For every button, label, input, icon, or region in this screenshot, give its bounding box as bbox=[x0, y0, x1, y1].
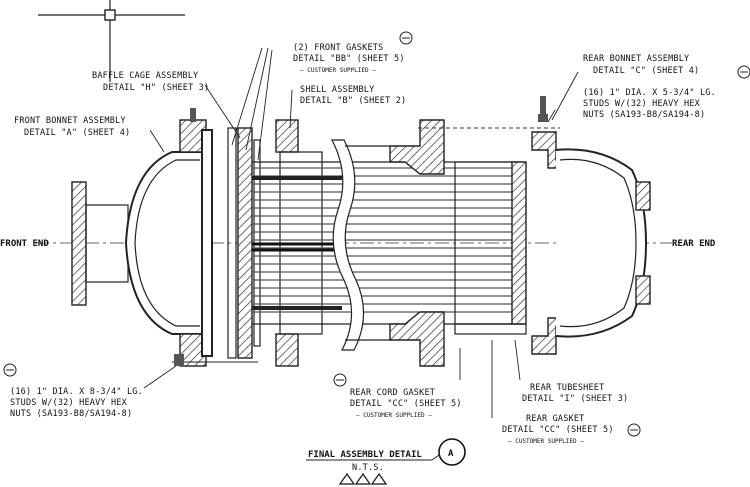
rear-gasket-label: REAR GASKET bbox=[526, 414, 585, 424]
rear-studs-line-1: (16) 1" DIA. X 5-3/4" LG. bbox=[583, 88, 716, 98]
front-gaskets-label: (2) FRONT GASKETS bbox=[293, 43, 383, 53]
leader-lines bbox=[143, 47, 579, 418]
rear-studs-line-3: NUTS (SA193-B8/SA194-8) bbox=[583, 110, 705, 120]
front-studs-line-2: STUDS W/(32) HEAVY HEX bbox=[10, 398, 128, 408]
final-assembly-title: FINAL ASSEMBLY DETAIL bbox=[308, 450, 422, 460]
front-bonnet-label: FRONT BONNET ASSEMBLY bbox=[14, 116, 126, 126]
baffle-cage-detail: DETAIL "H" (SHEET 3) bbox=[103, 83, 209, 93]
revision-marks bbox=[3, 31, 750, 437]
rear-bonnet-label: REAR BONNET ASSEMBLY bbox=[583, 54, 689, 64]
front-end-label: FRONT END bbox=[0, 239, 49, 249]
triangle-symbols bbox=[338, 472, 388, 485]
rear-tubesheet-label: REAR TUBESHEET bbox=[530, 383, 604, 393]
rear-tubesheet bbox=[454, 161, 527, 335]
rear-cord-gasket-detail: DETAIL "CC" (SHEET 5) bbox=[350, 399, 462, 409]
detail-letter: A bbox=[448, 449, 454, 459]
tube-bundle bbox=[252, 161, 524, 325]
detail-circle bbox=[438, 438, 466, 466]
rear-studs-line-2: STUDS W/(32) HEAVY HEX bbox=[583, 99, 701, 109]
scale-label: N.T.S. bbox=[352, 463, 384, 473]
front-gaskets-note: — CUSTOMER SUPPLIED — bbox=[300, 67, 376, 74]
crosshair-symbol bbox=[38, 0, 185, 82]
title-block: FINAL ASSEMBLY DETAIL N.T.S. A bbox=[306, 438, 466, 485]
front-bonnet-detail: DETAIL "A" (SHEET 4) bbox=[24, 128, 130, 138]
rear-tubesheet-detail: DETAIL "I" (SHEET 3) bbox=[522, 394, 628, 404]
rear-end-label: REAR END bbox=[672, 239, 716, 249]
shell-assembly-label: SHELL ASSEMBLY bbox=[300, 85, 374, 95]
rear-gasket-note: — CUSTOMER SUPPLIED — bbox=[508, 438, 584, 445]
shell-assembly-detail: DETAIL "B" (SHEET 2) bbox=[300, 96, 406, 106]
front-gaskets-detail: DETAIL "BB" (SHEET 5) bbox=[293, 54, 405, 64]
rear-cord-gasket-label: REAR CORD GASKET bbox=[350, 388, 435, 398]
rear-bonnet-detail: DETAIL "C" (SHEET 4) bbox=[593, 66, 699, 76]
front-bonnet bbox=[71, 108, 258, 367]
rear-cord-gasket-note: — CUSTOMER SUPPLIED — bbox=[356, 412, 432, 419]
baffle-cage-label: BAFFLE CAGE ASSEMBLY bbox=[92, 71, 198, 81]
front-studs-line-3: NUTS (SA193-B8/SA194-8) bbox=[10, 409, 132, 419]
break-line bbox=[331, 139, 365, 351]
rear-gasket-detail: DETAIL "CC" (SHEET 5) bbox=[502, 425, 614, 435]
rear-bonnet bbox=[531, 96, 651, 355]
front-studs-line-1: (16) 1" DIA. X 8-3/4" LG. bbox=[10, 387, 143, 397]
shell-rear-flange bbox=[345, 119, 560, 367]
